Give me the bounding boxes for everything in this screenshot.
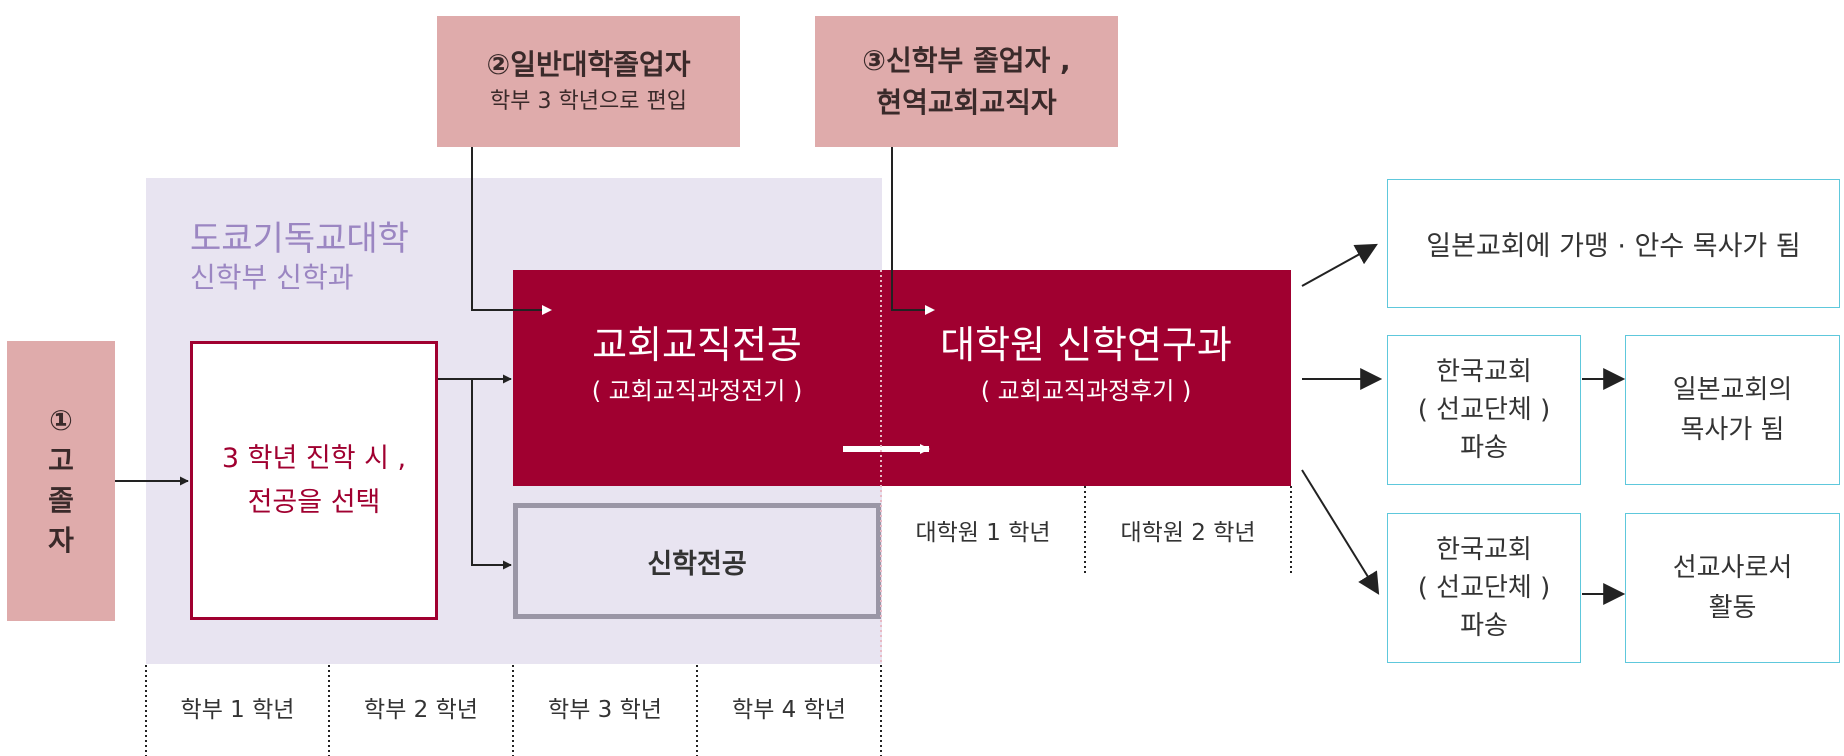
graduate-title: 대학원 신학연구과	[940, 323, 1232, 367]
arrow-graduate-to-bottom	[1301, 469, 1380, 595]
entry3-line2: 현역교회교직자	[876, 85, 1057, 119]
middle-right-line1: 일본교회의	[1672, 375, 1793, 405]
middle-left-line1: 한국교회	[1436, 357, 1532, 387]
university-department-text: 신학부 신학과	[190, 261, 354, 294]
major-choice-box: 3 학년 진학 시 , 전공을 선택	[190, 341, 438, 620]
entry-high-school-graduate: ① 고 졸 자	[7, 341, 115, 621]
timeline-undergrad-4: 학부 4 학년	[732, 697, 846, 723]
bottom-left-line3: 파송	[1460, 611, 1508, 641]
choice-line2: 전공을 선택	[247, 486, 381, 518]
middle-left-line2: ( 선교단체 )	[1417, 395, 1551, 425]
outcome-japan-church-pastor: 일본교회에 가맹 · 안수 목사가 됨	[1387, 179, 1840, 308]
university-name: 도쿄기독교대학 신학부 신학과	[190, 218, 409, 296]
church-ministry-major: 교회교직전공 ( 교회교직과정전기 )	[513, 270, 881, 486]
timeline-grad-2: 대학원 2 학년	[1120, 520, 1256, 546]
theology-major-title: 신학전공	[647, 548, 747, 580]
bottom-right-line2: 활동	[1708, 593, 1757, 623]
entry1-number: ①	[49, 404, 73, 437]
entry2-title: ②일반대학졸업자	[486, 47, 691, 81]
timeline-undergrad-1: 학부 1 학년	[180, 697, 295, 723]
timeline-undergrad-3: 학부 3 학년	[548, 697, 662, 723]
entry-theology-graduate: ③신학부 졸업자 , 현역교회교직자	[815, 16, 1118, 147]
choice-line1: 3 학년 진학 시 ,	[221, 442, 407, 474]
entry2-subtitle: 학부 3 학년으로 편입	[490, 88, 687, 114]
arrow-entry3-to-graduate	[891, 147, 935, 315]
entry1-char-3: 자	[48, 524, 74, 557]
timeline-undergrad-2: 학부 2 학년	[364, 697, 478, 723]
outcome-korea-dispatch-1: 한국교회 ( 선교단체 ) 파송	[1387, 335, 1581, 485]
outcome-korea-dispatch-2: 한국교회 ( 선교단체 ) 파송	[1387, 513, 1581, 663]
bottom-left-line2: ( 선교단체 )	[1417, 573, 1551, 603]
graduate-subtitle: ( 교회교직과정후기 )	[980, 377, 1192, 405]
middle-left-line3: 파송	[1460, 433, 1508, 463]
outcome-top-text: 일본교회에 가맹 · 안수 목사가 됨	[1426, 231, 1801, 262]
middle-right-line2: 목사가 됨	[1680, 415, 1785, 445]
outcome-japan-pastor: 일본교회의 목사가 됨	[1625, 335, 1840, 485]
arrow-graduate-to-top	[1301, 243, 1378, 287]
graduate-school: 대학원 신학연구과 ( 교회교직과정후기 )	[881, 270, 1291, 486]
arrow-choice-to-theology	[471, 379, 512, 570]
entry1-char-1: 고	[48, 444, 74, 477]
bottom-right-line1: 선교사로서	[1672, 553, 1793, 583]
church-major-title: 교회교직전공	[592, 323, 802, 367]
university-name-text: 도쿄기독교대학	[190, 219, 409, 259]
timeline-grad-1: 대학원 1 학년	[915, 520, 1051, 546]
entry3-line1: ③신학부 졸업자 ,	[862, 43, 1071, 77]
theology-major: 신학전공	[513, 503, 881, 619]
church-major-subtitle: ( 교회교직과정전기 )	[591, 377, 803, 405]
arrow-entry2-to-church	[471, 147, 552, 315]
entry-university-graduate: ②일반대학졸업자 학부 3 학년으로 편입	[437, 16, 740, 147]
bottom-left-line1: 한국교회	[1436, 535, 1532, 565]
outcome-missionary: 선교사로서 활동	[1625, 513, 1840, 663]
entry1-char-2: 졸	[48, 484, 74, 517]
